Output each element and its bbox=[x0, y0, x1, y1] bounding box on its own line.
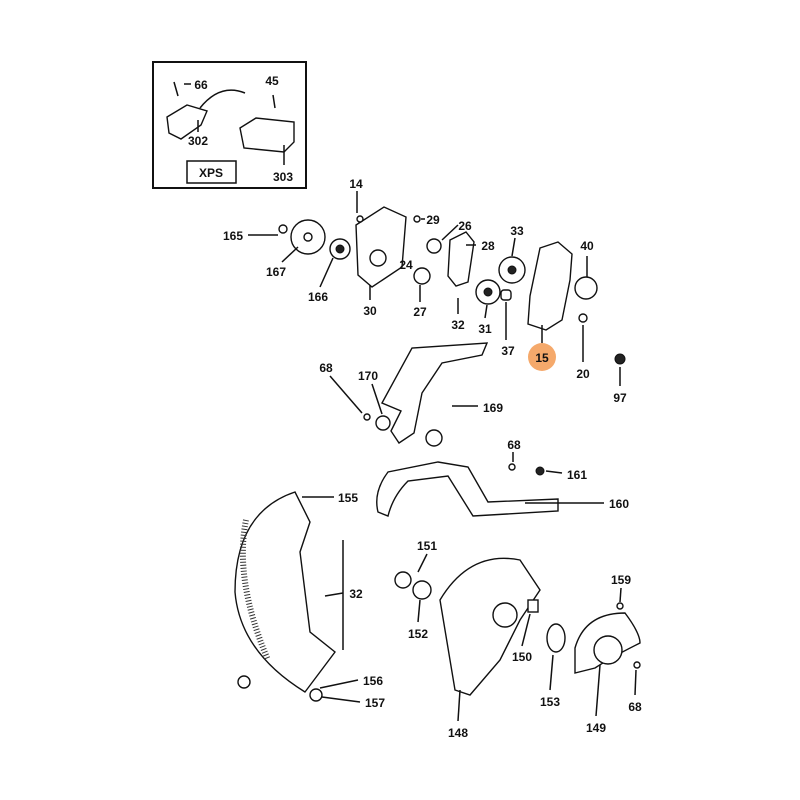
part-label: 169 bbox=[483, 401, 503, 415]
part-label: 31 bbox=[478, 322, 492, 336]
part-label: 152 bbox=[408, 627, 428, 641]
inset-part-label: 66 bbox=[194, 78, 208, 92]
inset-part-label: 302 bbox=[188, 134, 208, 148]
part-label: 37 bbox=[501, 344, 515, 358]
inset-part-label: 303 bbox=[273, 170, 293, 184]
part-label: 20 bbox=[576, 367, 590, 381]
part-label: 150 bbox=[512, 650, 532, 664]
inset-labels: 66 45 302 303 bbox=[188, 74, 293, 184]
part-label: 28 bbox=[481, 239, 495, 253]
part-label: 14 bbox=[349, 177, 363, 191]
part-label: 149 bbox=[586, 721, 606, 735]
part-label: 148 bbox=[448, 726, 468, 740]
part-label: 68 bbox=[507, 438, 521, 452]
part-labels: 14 29 26 165 167 24 28 33 40 166 30 27 32 31 37 15 20 97 6… bbox=[223, 177, 642, 740]
part-label: 170 bbox=[358, 369, 378, 383]
part-label: 68 bbox=[319, 361, 333, 375]
part-label: 159 bbox=[611, 573, 631, 587]
part-label: 40 bbox=[580, 239, 594, 253]
inset-part-label: 45 bbox=[265, 74, 279, 88]
part-label: 166 bbox=[308, 290, 328, 304]
part-label: 161 bbox=[567, 468, 587, 482]
part-label: 167 bbox=[266, 265, 286, 279]
leader-lines bbox=[184, 83, 637, 722]
part-label: 97 bbox=[613, 391, 627, 405]
xps-label: XPS bbox=[199, 166, 223, 180]
part-label: 30 bbox=[363, 304, 377, 318]
part-label: 155 bbox=[338, 491, 358, 505]
xps-inset: XPS bbox=[152, 61, 307, 189]
highlight-marker-15 bbox=[528, 343, 556, 371]
part-label: 153 bbox=[540, 695, 560, 709]
part-label: 24 bbox=[399, 258, 413, 272]
part-label: 157 bbox=[365, 696, 385, 710]
part-label: 32 bbox=[451, 318, 465, 332]
part-label: 29 bbox=[426, 213, 440, 227]
parts-shapes bbox=[278, 206, 626, 365]
part-label: 156 bbox=[363, 674, 383, 688]
part-label: 68 bbox=[628, 700, 642, 714]
part-label: 26 bbox=[458, 219, 472, 233]
part-label: 165 bbox=[223, 229, 243, 243]
part-label: 33 bbox=[510, 224, 524, 238]
xps-light-part bbox=[166, 104, 208, 140]
guard-shapes bbox=[234, 342, 641, 702]
part-label: 32 bbox=[349, 587, 363, 601]
part-label: 160 bbox=[609, 497, 629, 511]
highlighted-part-label[interactable]: 15 bbox=[535, 351, 549, 365]
xps-module-part bbox=[239, 117, 295, 153]
xps-box bbox=[186, 160, 237, 184]
part-label: 151 bbox=[417, 539, 437, 553]
part-label: 27 bbox=[413, 305, 427, 319]
